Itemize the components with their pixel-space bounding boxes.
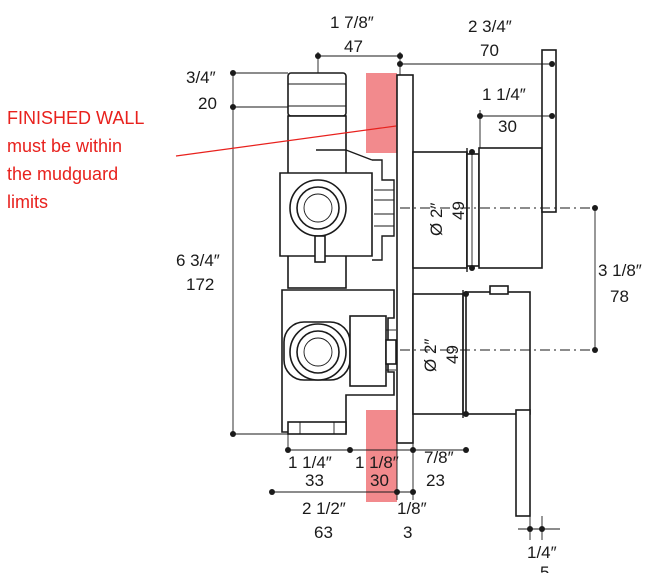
dim-cap-in: 1 1/4″: [482, 85, 526, 104]
dim-sleeve-in: 7/8″: [424, 448, 454, 467]
dim-base-mid-in: 1 1/8″: [355, 453, 399, 472]
dim-diameter-lower-mm: 49: [443, 345, 462, 364]
dim-centers-in: 3 1/8″: [598, 261, 642, 280]
dim-plate-mm: 3: [403, 523, 412, 542]
trim-assembly: [412, 49, 557, 517]
dim-sleeve-mm: 23: [426, 471, 445, 490]
dim-cap-mm: 30: [498, 117, 517, 136]
mudguard-zone-top: [366, 73, 397, 153]
dim-top-stub-mm: 20: [198, 94, 217, 113]
dim-top-stub-in: 3/4″: [186, 68, 216, 87]
mounting-plate: [396, 74, 414, 444]
dim-lever-mm: 5: [540, 563, 549, 573]
mudguard-zone-bottom: [366, 410, 397, 502]
finished-wall-note-line4: limits: [7, 192, 48, 212]
dim-body-depth-mm: 63: [314, 523, 333, 542]
dim-base-left-mm: 33: [305, 471, 324, 490]
dim-total-depth-mm: 70: [480, 41, 499, 60]
dim-diameter-upper-mm: 49: [449, 201, 468, 220]
dim-base-left-in: 1 1/4″: [288, 453, 332, 472]
dim-centers-mm: 78: [610, 287, 629, 306]
dim-plate-in: 1/8″: [397, 499, 427, 518]
dimension-lines: [230, 52, 598, 540]
dim-base-mid-mm: 30: [370, 471, 389, 490]
finished-wall-note-line2: must be within: [7, 136, 122, 156]
dim-diameter-upper-in: Ø 2″: [427, 203, 446, 236]
dim-height-in: 6 3/4″: [176, 251, 220, 270]
dim-top-depth-mm: 47: [344, 37, 363, 56]
dim-height-mm: 172: [186, 275, 214, 294]
dim-body-depth-in: 2 1/2″: [302, 499, 346, 518]
dim-total-depth-in: 2 3/4″: [468, 17, 512, 36]
finished-wall-note-line3: the mudguard: [7, 164, 118, 184]
note-leader-line: [175, 125, 397, 157]
dim-top-depth-in: 1 7/8″: [330, 13, 374, 32]
dim-lever-in: 1/4″: [527, 543, 557, 562]
finished-wall-note-line1: FINISHED WALL: [7, 108, 144, 128]
valve-body: [279, 72, 397, 435]
dim-diameter-lower-in: Ø 2″: [421, 339, 440, 372]
